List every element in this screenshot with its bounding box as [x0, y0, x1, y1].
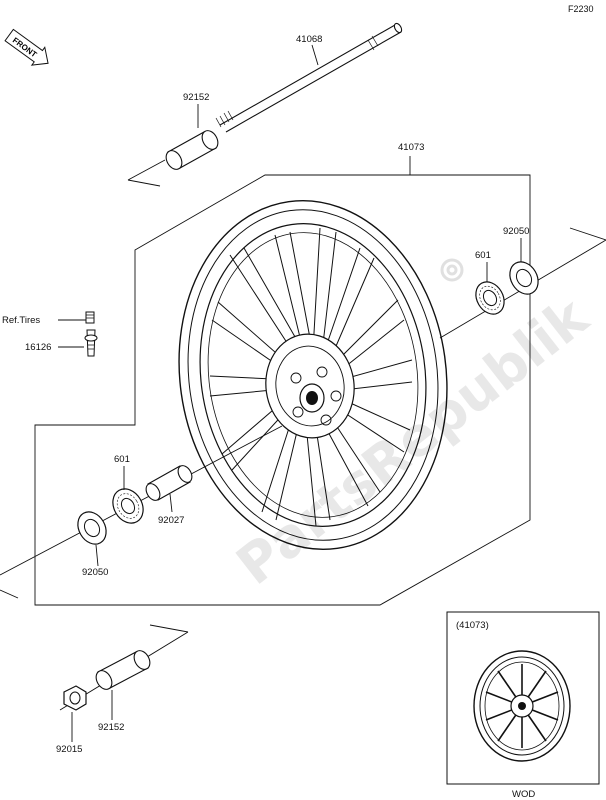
- callout-collar-top: 92152: [183, 92, 209, 103]
- callout-oil-seal-right: 92050: [503, 226, 529, 237]
- bearing-left: [112, 488, 144, 524]
- callout-axle: 41068: [296, 34, 322, 45]
- sleeve: [145, 465, 193, 501]
- oil-seal-right: [509, 261, 539, 295]
- diagram-code: F2230: [568, 4, 594, 14]
- watermark-gear-icon: [440, 258, 464, 282]
- axle-nut: [63, 685, 87, 711]
- callout-collar-bottom: 92152: [98, 722, 124, 733]
- callout-valve: 16126: [25, 342, 51, 353]
- front-axle: [215, 22, 403, 133]
- valve-cap: [85, 311, 95, 324]
- inset-caption: WOD: [512, 789, 535, 800]
- inset-part-number: (41073): [456, 620, 489, 631]
- callout-ref-tires: Ref.Tires: [2, 315, 40, 326]
- callout-wheel: 41073: [398, 142, 424, 153]
- front-direction-arrow: FRONT: [4, 28, 49, 66]
- callout-bearing-left: 601: [114, 454, 130, 465]
- front-wheel: [178, 200, 448, 550]
- oil-seal-left: [77, 511, 107, 545]
- collar-bottom: [95, 650, 151, 690]
- inset-variant: (41073) WOD: [446, 611, 600, 800]
- callout-bearing-right: 601: [475, 250, 491, 261]
- callout-nut: 92015: [56, 744, 82, 755]
- callout-sleeve: 92027: [158, 515, 184, 526]
- callout-oil-seal-left: 92050: [82, 567, 108, 578]
- valve-stem: [84, 329, 98, 357]
- collar-top: [165, 130, 219, 170]
- bearing-right: [475, 281, 505, 315]
